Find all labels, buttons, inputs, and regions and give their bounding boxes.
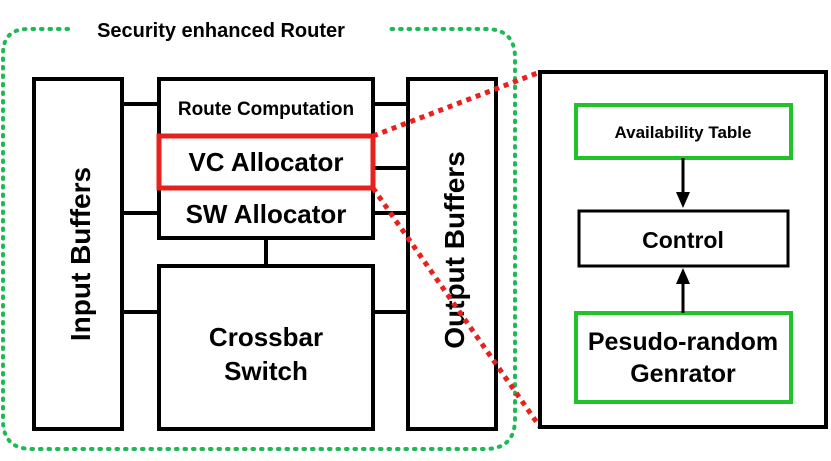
output-buffers-label: Output Buffers — [439, 151, 470, 349]
prng-block: Pesudo-random Genrator — [574, 311, 793, 404]
availability-table-block: Availability Table — [574, 103, 793, 160]
input-buffers-block: Input Buffers — [32, 77, 124, 431]
vc-allocator-detail-panel: Availability Table Control Pesudo-random… — [538, 70, 828, 429]
control-label: Control — [642, 227, 724, 253]
crossbar-label-line1: Crossbar — [209, 322, 323, 352]
zoom-lines — [370, 69, 543, 429]
output-buffers-block: Output Buffers — [406, 77, 498, 431]
router-title: Security enhanced Router — [97, 20, 345, 42]
crossbar-switch-block: Crossbar Switch — [157, 264, 375, 431]
vc-allocator-label: VC Allocator — [188, 147, 343, 177]
vc-allocator-block: VC Allocator — [156, 133, 376, 191]
prng-label-line1: Pesudo-random — [588, 328, 778, 356]
router-boundary — [1, 27, 517, 451]
availability-table-label: Availability Table — [615, 123, 752, 142]
input-buffers-label: Input Buffers — [65, 167, 96, 341]
arrow-prng-to-control — [676, 268, 690, 313]
arrow-table-to-control — [676, 158, 690, 208]
sw-allocator-label: SW Allocator — [186, 199, 347, 229]
route-computation-label: Route Computation — [178, 99, 354, 120]
control-block: Control — [577, 209, 790, 268]
prng-label-line2: Genrator — [630, 360, 736, 388]
crossbar-label-line2: Switch — [224, 356, 308, 386]
sw-allocator-block: SW Allocator — [186, 199, 347, 229]
